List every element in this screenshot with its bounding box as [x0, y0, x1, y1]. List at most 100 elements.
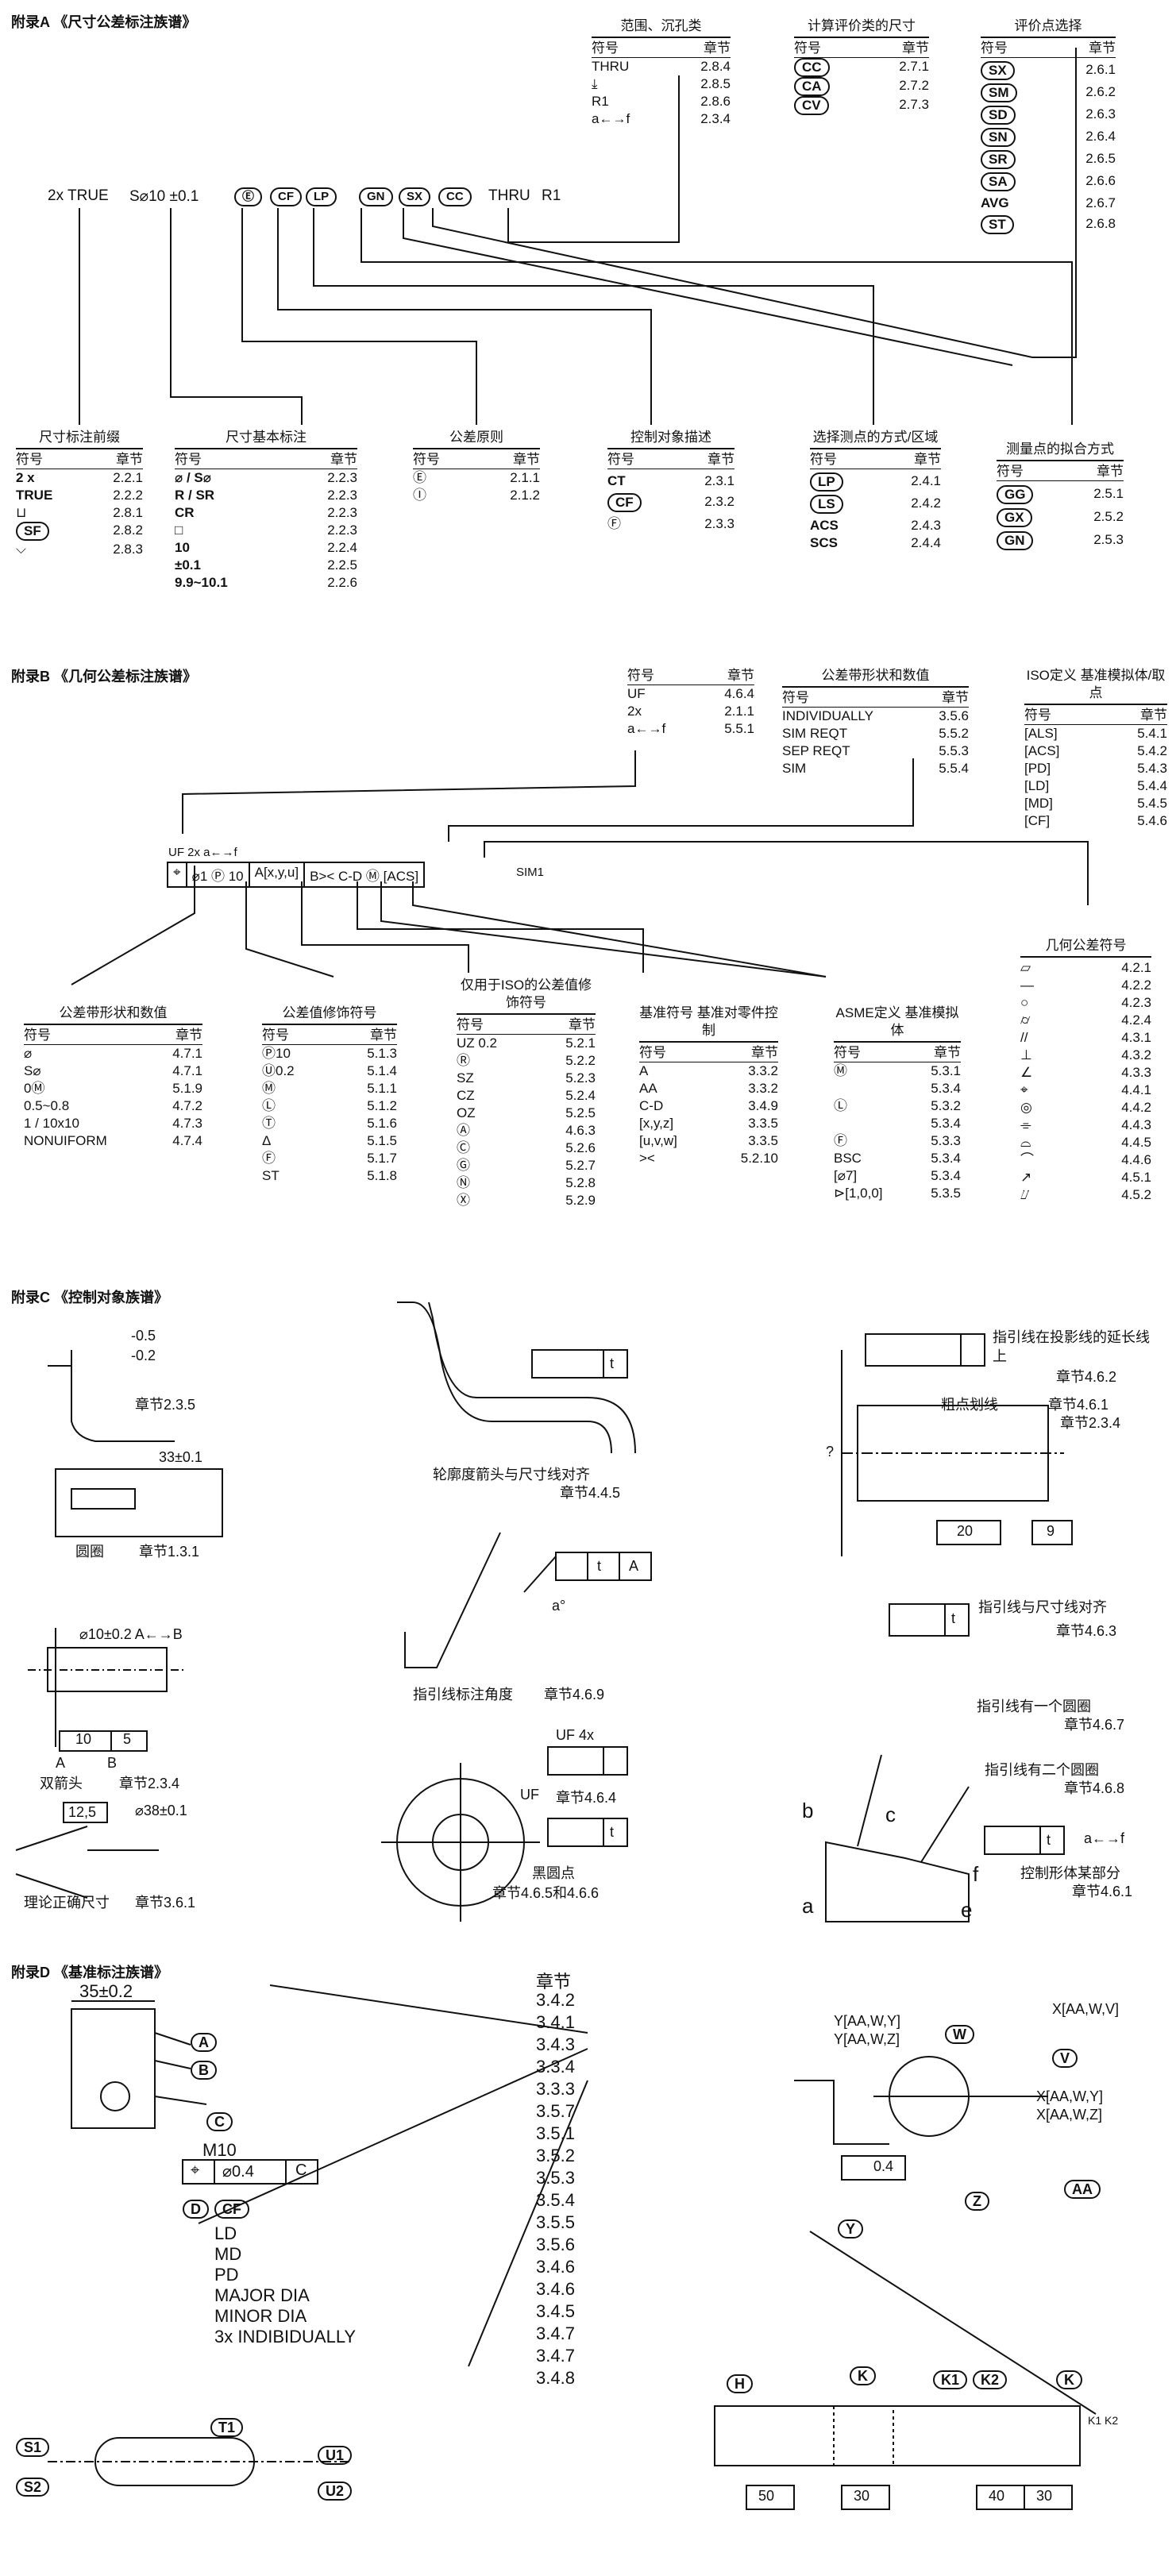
d-bottom-t1: T1 [210, 2418, 244, 2437]
d-bottom-30a: 30 [854, 2488, 870, 2504]
c6-t: t [597, 1558, 602, 1574]
c3-a: A [56, 1755, 66, 1771]
c3-n2: 5 [123, 1731, 132, 1747]
c6-angle: a° [552, 1598, 566, 1614]
d-right-aa: AA [1064, 2180, 1101, 2199]
d-chapter-head: 章节 [536, 1972, 572, 1992]
d-label-d: D [183, 2200, 209, 2219]
c3-n1: 10 [75, 1731, 92, 1747]
d-right-z: Z [965, 2192, 989, 2211]
table-b-geometric-symbols: 几何公差符号 ▱4.2.1 —4.2.2 ○4.2.3 ⌭4.2.4 //4.3… [1020, 938, 1151, 1202]
d-bottom-30b: 30 [1036, 2488, 1053, 2504]
appendix-b-title: 附录B 《几何公差标注族谱》 [11, 669, 197, 684]
c8-n1: 20 [957, 1523, 974, 1539]
c9-e: e [961, 1898, 973, 1922]
c9-s3: 章节4.6.1 [1072, 1884, 1133, 1899]
sym-cc: CC [438, 187, 472, 206]
c5-cap-1: 轮廓度箭头与尺寸线对齐 [433, 1467, 590, 1483]
c8-q: ? [826, 1444, 835, 1460]
fcf-top-label: UF 2x a←→f [168, 846, 237, 859]
d-bottom-s1: S1 [16, 2438, 50, 2457]
c4-cap-2: 章节3.6.1 [135, 1895, 196, 1911]
appendix-a-title: 附录A 《尺寸公差标注族谱》 [11, 14, 197, 30]
d-right-3: X[AA,W,V] [1052, 2001, 1120, 2017]
c3-val: ⌀10±0.2 A←→B [79, 1626, 183, 1642]
c9-b: b [802, 1799, 814, 1822]
c3-b: B [107, 1755, 118, 1771]
c1-caption: 章节2.3.5 [135, 1397, 196, 1413]
prefix-2x-true: 2x TRUE [48, 187, 109, 204]
c4-box: 12,5 [68, 1804, 97, 1820]
d-fcf-2: ⌀0.4 [222, 2163, 254, 2181]
c1-val-1: -0.5 [131, 1328, 156, 1344]
d-right-1: Y[AA,W,Y] [834, 2013, 901, 2029]
sym-gn: GN [359, 187, 393, 206]
c9-t: t [1047, 1832, 1051, 1848]
d-right-04: 0.4 [873, 2158, 894, 2174]
d-right-5: X[AA,W,Z] [1036, 2107, 1103, 2123]
c6-datum: A [629, 1558, 639, 1574]
c2-cap-1: 圆圈 [75, 1544, 104, 1560]
feature-control-frame: ⌖ ⌀1 Ⓟ 10 A[x,y,u] B>< C-D Ⓜ [ACS] [167, 862, 426, 888]
d-right-y: Y [838, 2219, 864, 2239]
appendix-c-title: 附录C 《控制对象族谱》 [11, 1290, 168, 1305]
sym-lp: LP [306, 187, 337, 206]
c6-cap-2: 章节4.6.9 [544, 1687, 605, 1703]
d-bottom-h: H [727, 2374, 753, 2393]
d-right-w: W [945, 2025, 974, 2044]
c9-l2: 指引线有二个圆圈 [985, 1762, 1099, 1778]
r1: R1 [542, 187, 561, 204]
c9-l1: 指引线有一个圆圈 [977, 1699, 1091, 1714]
d-cf: CF [214, 2200, 249, 2219]
c9-f: f [973, 1862, 979, 1886]
c7-cap-1: 黑圆点 [532, 1865, 575, 1881]
c9-s2: 章节4.6.8 [1064, 1780, 1125, 1796]
d-bottom-k2: K2 [973, 2370, 1008, 2389]
d-bottom-40: 40 [989, 2488, 1005, 2504]
c7-uf: UF 4x [556, 1727, 595, 1743]
c9-s1: 章节4.6.7 [1064, 1717, 1125, 1733]
d-bottom-k: K [850, 2366, 876, 2385]
c2-cap-2: 章节1.3.1 [139, 1544, 200, 1560]
c9-l3: 控制形体某部分 [1020, 1865, 1120, 1881]
c7-t: t [610, 1824, 615, 1840]
d-bottom-50: 50 [758, 2488, 775, 2504]
d-modifier-list: LD MD PD MAJOR DIA MINOR DIA 3x INDIBIDU… [214, 2223, 357, 2347]
c4-val: ⌀38±0.1 [135, 1803, 187, 1818]
d-fcf-3: C [295, 2161, 307, 2179]
c8-lead-1: 指引线在投影线的延长线上 [993, 1329, 1150, 1364]
sym-sx: SX [399, 187, 431, 206]
c8-lead-2: 指引线与尺寸线对齐 [978, 1599, 1107, 1615]
c8-n2: 9 [1047, 1523, 1055, 1539]
d-label-c: C [206, 2112, 233, 2131]
d-label-b: B [191, 2061, 217, 2080]
c9-c: c [885, 1803, 896, 1826]
d-bottom-u1: U1 [318, 2446, 353, 2465]
c2-val: 33±0.1 [159, 1449, 202, 1465]
c1-val-2: -0.2 [131, 1348, 156, 1363]
d-right-v: V [1052, 2049, 1078, 2068]
d-bottom-s2: S2 [16, 2478, 50, 2497]
d-fcf-1: ⌖ [191, 2161, 200, 2179]
c6-cap-1: 指引线标注角度 [413, 1687, 513, 1703]
basic-dim: S⌀10 ±0.1 [129, 188, 199, 205]
c3-cap-2: 章节2.3.4 [119, 1776, 180, 1791]
d-dim: 35±0.2 [79, 1981, 133, 2001]
c8-sec-4: 章节4.6.3 [1056, 1623, 1117, 1639]
table-b-iso-sim: ISO定义 基准模拟体/取点 符号章节 [ALS]5.4.1 [ACS]5.4.… [1024, 668, 1167, 828]
c7-cap-2: 章节4.6.5和4.6.6 [492, 1885, 600, 1901]
d-bottom-k1k2: K1 K2 [1088, 2414, 1119, 2427]
d-section-list: 3.4.2 3.4.1 3.4.3 3.3.4 3.3.3 3.5.7 3.5.… [536, 1990, 575, 2388]
